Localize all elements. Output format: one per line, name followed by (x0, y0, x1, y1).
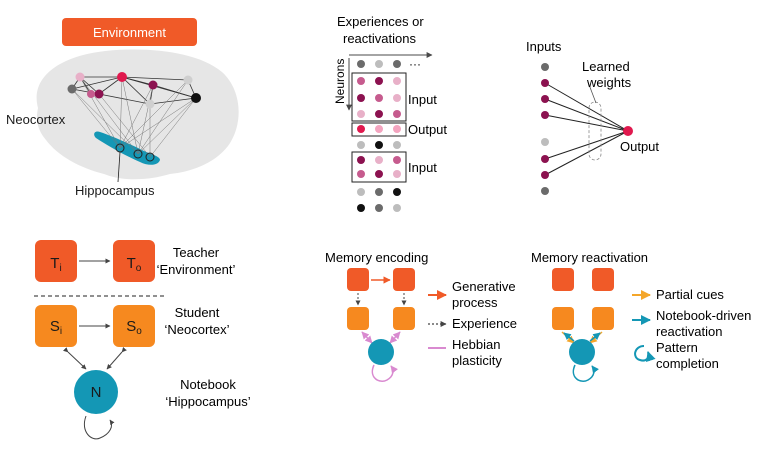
teacher-output-text: To (127, 255, 142, 274)
legend-partial-cues-line1: Partial cues (656, 287, 724, 302)
matrix-dots (357, 60, 401, 212)
panel-activity-matrix: Experiences or reactivations Neurons ··· (333, 14, 447, 212)
panel-perceptron: Inputs Learned weights Output (526, 39, 659, 195)
matrix-input-label-1: Input (408, 92, 437, 107)
encoding-notebook-node (368, 339, 394, 365)
encoding-hebbian-loop (371, 364, 399, 382)
notebook-letter: N (91, 384, 102, 401)
weights-label-line1: Learned (582, 59, 630, 74)
reactivation-student-left (552, 307, 574, 330)
reactivation-notebook-node (569, 339, 595, 365)
legend-generative-line2: process (452, 295, 498, 310)
memory-reactivation-title: Memory reactivation (531, 250, 648, 265)
encoding-student-left (347, 307, 369, 330)
student-input-box (35, 305, 77, 347)
encoding-hebbian-left (361, 331, 373, 344)
matrix-output-box (351, 122, 407, 137)
matrix-input-box-1 (351, 72, 407, 122)
notebook-recurrence-loop (84, 415, 115, 440)
matrix-x-label-line1: Experiences or (337, 14, 424, 29)
notebook-sublabel: ‘Hippocampus’ (165, 394, 250, 409)
reactivation-teal-left (563, 332, 575, 342)
teacher-label: Teacher (173, 245, 220, 260)
hippocampus-label: Hippocampus (75, 183, 155, 198)
matrix-input-box-2 (351, 151, 407, 183)
notebook-label: Notebook (180, 377, 236, 392)
legend-pattern-completion-line2: completion (656, 356, 719, 371)
reactivation-completion-loop (572, 364, 600, 382)
notebook-student-output-link (106, 346, 127, 370)
matrix-x-label-line2: reactivations (343, 31, 416, 46)
reactivation-student-right (592, 307, 614, 330)
reactivation-teacher-right (592, 268, 614, 291)
hippocampal-projections (71, 76, 197, 158)
weights-highlight (588, 101, 602, 161)
legend-hebbian-line1: Hebbian (452, 337, 500, 352)
panel-teacher-student-notebook: Ti To Si So N Teacher ‘Environment’ Stud… (34, 240, 251, 440)
legend-generative-line1: Generative (452, 279, 516, 294)
reactivation-teal-right (589, 332, 601, 342)
perceptron-inputs (541, 63, 549, 195)
student-input-text: Si (50, 318, 62, 337)
student-output-box (113, 305, 155, 347)
teacher-input-text: Ti (50, 255, 61, 274)
matrix-y-label: Neurons (333, 59, 347, 104)
legend-pattern-completion-swatch (634, 345, 656, 363)
reactivation-teacher-left (552, 268, 574, 291)
matrix-input-label-2: Input (408, 160, 437, 175)
encoding-teacher-right (393, 268, 415, 291)
student-output-text: So (126, 318, 142, 337)
legend-hebbian-line2: plasticity (452, 353, 502, 368)
teacher-output-box (113, 240, 155, 282)
weights-label-line2: weights (586, 75, 632, 90)
legend-notebook-driven-line1: Notebook-driven (656, 308, 751, 323)
panel-memory-reactivation: Memory reactivation Partial cues Noteboo… (531, 250, 751, 382)
environment-box (62, 18, 197, 46)
environment-label: Environment (93, 25, 166, 40)
legend-pattern-completion-line1: Pattern (656, 340, 698, 355)
student-sublabel: ‘Neocortex’ (164, 322, 229, 337)
notebook-node (74, 370, 118, 414)
hippocampus-shape (94, 131, 160, 165)
encoding-teacher-left (347, 268, 369, 291)
matrix-output-label: Output (408, 122, 447, 137)
cortical-neurons (67, 72, 201, 109)
inputs-label: Inputs (526, 39, 562, 54)
perceptron-weights (544, 82, 629, 176)
neocortex-label: Neocortex (6, 112, 66, 127)
student-label: Student (175, 305, 220, 320)
panel-memory-encoding: Memory encoding Generative process Exper… (325, 250, 517, 382)
perceptron-output-label: Output (620, 139, 659, 154)
panel-brain: Environment (6, 18, 239, 198)
memory-encoding-title: Memory encoding (325, 250, 428, 265)
matrix-ellipsis: ··· (409, 57, 421, 71)
teacher-sublabel: ‘Environment’ (157, 262, 236, 277)
perceptron-output-neuron (623, 126, 633, 136)
encoding-hebbian-right (389, 331, 401, 344)
notebook-student-input-link (63, 347, 87, 370)
encoding-student-right (393, 307, 415, 330)
legend-notebook-driven-line2: reactivation (656, 324, 722, 339)
legend-experience-line1: Experience (452, 316, 517, 331)
teacher-input-box (35, 240, 77, 282)
weights-leader-line (587, 81, 597, 104)
hippocampus-leader-line (117, 151, 121, 183)
